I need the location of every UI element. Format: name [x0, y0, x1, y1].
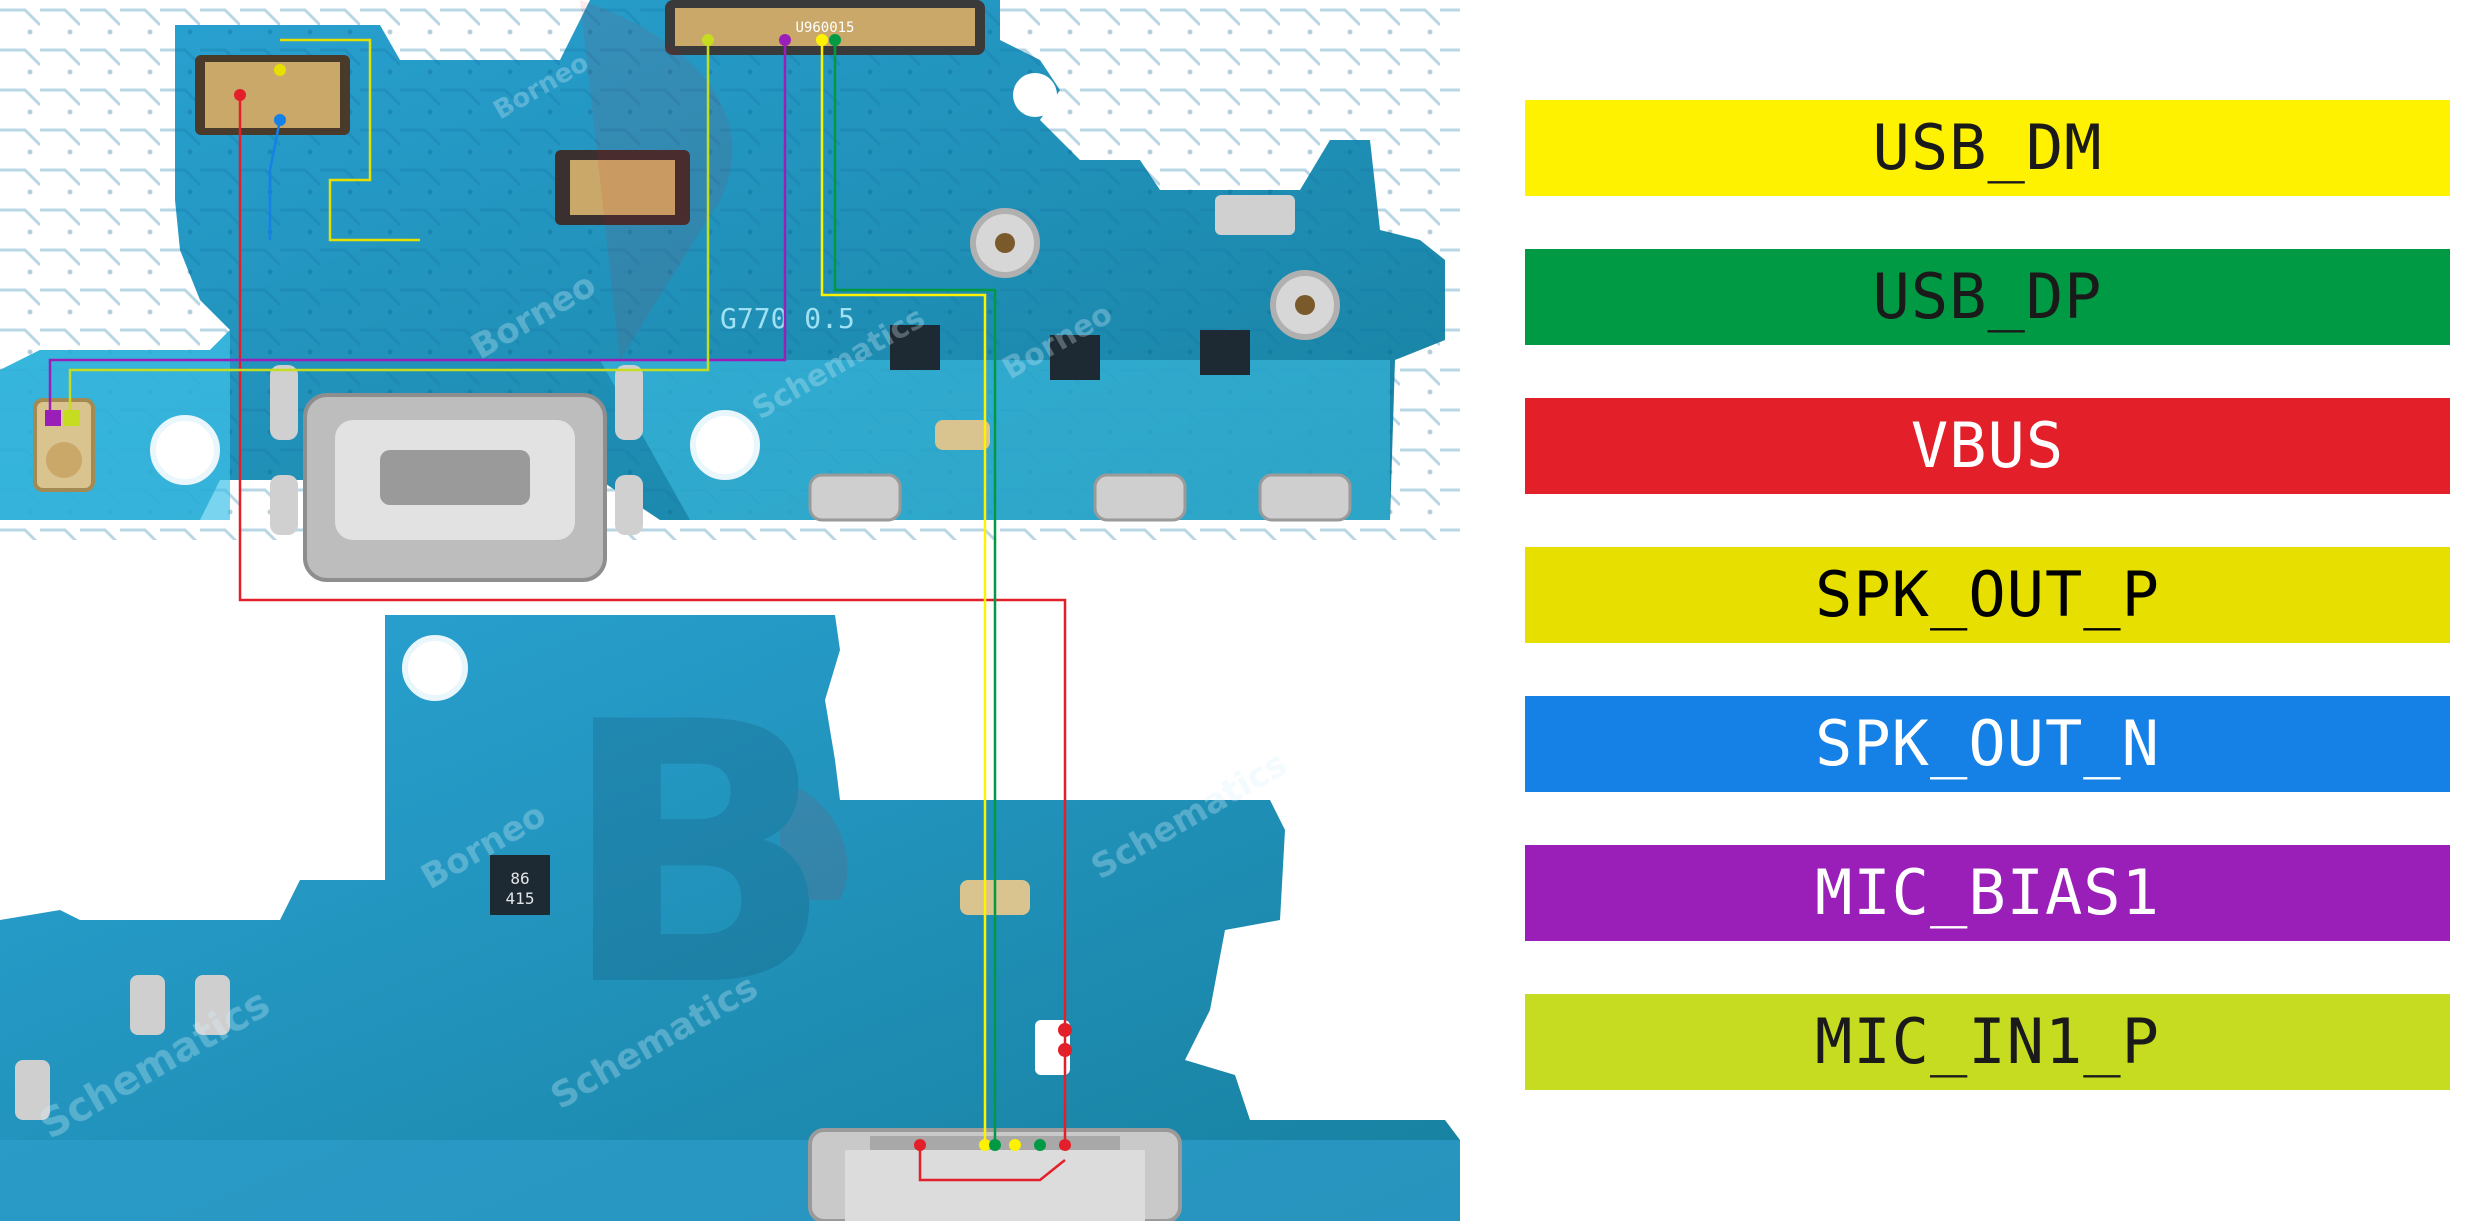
- shield-clip: [1215, 195, 1295, 235]
- mount-hole: [690, 410, 760, 480]
- legend-label: USB_DM: [1872, 111, 2103, 184]
- svg-text:B: B: [560, 646, 834, 1065]
- shield-tab: [615, 365, 643, 440]
- legend-spk-out-n: SPK_OUT_N: [1525, 696, 2450, 792]
- ic-marking: 86: [510, 869, 529, 888]
- spring-contacts: [808, 420, 1352, 522]
- mount-hole: [402, 635, 468, 701]
- legend-label: SPK_OUT_P: [1815, 558, 2160, 631]
- legend-spk-out-p: SPK_OUT_P: [1525, 547, 2450, 643]
- ic-chip: [890, 325, 940, 370]
- trace-usb-dp: [833, 40, 997, 1150]
- lower-board-body: [0, 615, 1460, 1221]
- legend-label: SPK_OUT_N: [1815, 707, 2160, 780]
- trace-spk-out-n: [268, 119, 282, 240]
- legend-label: VBUS: [1910, 409, 2065, 482]
- shield-tab: [270, 365, 298, 440]
- legend-vbus: VBUS: [1525, 398, 2450, 494]
- ic-chip: [1200, 330, 1250, 375]
- mount-hole: [1013, 73, 1057, 117]
- trace-mic-bias1: [48, 40, 787, 415]
- signal-legend: USB_DM USB_DP VBUS SPK_OUT_P SPK_OUT_N M…: [1525, 100, 2450, 1100]
- lower-board: 86 415: [0, 615, 1460, 1223]
- upper-board: U960015: [0, 0, 1460, 582]
- usb-c-port: [303, 393, 607, 582]
- shield-tab: [270, 475, 298, 535]
- trace-usb-dm: [820, 40, 987, 1150]
- ic-marking: 415: [506, 889, 535, 908]
- pcb-diagram: U960015: [0, 0, 1460, 1223]
- spring-contact: [15, 1060, 50, 1120]
- legend-usb-dp: USB_DP: [1525, 249, 2450, 345]
- connector-marking: U960015: [795, 20, 854, 36]
- test-points: [234, 34, 1072, 1151]
- spring-contact: [195, 975, 230, 1035]
- trace-vbus-2: [918, 1150, 1066, 1182]
- watermark: B: [560, 0, 848, 1065]
- legend-mic-in1-p: MIC_IN1_P: [1525, 994, 2450, 1090]
- shield-tab: [615, 475, 643, 535]
- board-marking: G770 0.5: [720, 302, 855, 335]
- legend-label: USB_DP: [1872, 260, 2103, 333]
- trace-spk-out-p: [280, 38, 420, 242]
- legend-usb-dm: USB_DM: [1525, 100, 2450, 196]
- spring-contact: [130, 975, 165, 1035]
- ic-chip-lower: [490, 855, 550, 915]
- legend-mic-bias1: MIC_BIAS1: [1525, 845, 2450, 941]
- legend-label: MIC_IN1_P: [1815, 1005, 2160, 1078]
- mount-hole: [150, 415, 220, 485]
- legend-label: MIC_BIAS1: [1815, 856, 2160, 929]
- ic-chip: [1050, 335, 1100, 380]
- trace-mic-in1p: [68, 40, 710, 415]
- usb-c-receptacle: [808, 1128, 1182, 1223]
